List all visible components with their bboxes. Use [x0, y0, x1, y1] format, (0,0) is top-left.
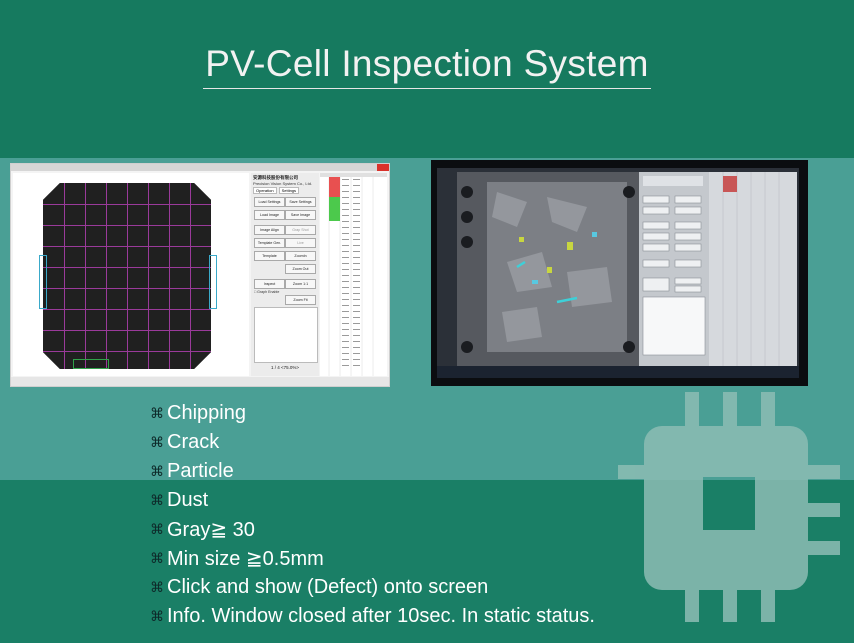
feature-list: ⌘Chipping ⌘Crack ⌘Particle ⌘Dust ⌘Gray≧ …: [150, 399, 595, 631]
window-titlebar: [11, 164, 389, 171]
hash-bullet-icon: ⌘: [150, 550, 164, 566]
close-icon[interactable]: [377, 164, 389, 171]
taskbar: [437, 366, 799, 378]
list-item: ⌘Chipping: [150, 402, 246, 424]
load-settings-button[interactable]: Load Settings: [254, 197, 285, 207]
control-panel: 安源科技股份有限公司 Precision Vision System Co., …: [251, 173, 319, 376]
hash-bullet-icon: ⌘: [150, 579, 164, 595]
list-item: ⌘Info. Window closed after 10sec. In sta…: [150, 605, 595, 627]
top-band: [0, 0, 854, 158]
list-item: ⌘Gray≧ 30: [150, 519, 255, 541]
hash-bullet-icon: ⌘: [150, 521, 164, 537]
status-bar: [11, 377, 389, 386]
hash-bullet-icon: ⌘: [150, 405, 164, 421]
graph-enable-checkbox[interactable]: □ Graph Enable: [254, 290, 280, 294]
hash-bullet-icon: ⌘: [150, 434, 164, 450]
save-image-button[interactable]: Save Image: [285, 210, 316, 220]
load-image-button[interactable]: Load Image: [254, 210, 285, 220]
zoom-out-button[interactable]: Zoom Out: [285, 264, 316, 274]
chip-icon: [618, 392, 840, 622]
save-settings-button[interactable]: Save Settings: [285, 197, 316, 207]
hash-bullet-icon: ⌘: [150, 608, 164, 624]
tab-operation[interactable]: Operation: [253, 187, 277, 194]
zoom-1-1-button[interactable]: Zoom 1:1: [285, 279, 316, 289]
grid-lines: [328, 177, 374, 376]
list-item: ⌘Dust: [150, 489, 209, 511]
zoom-in-button[interactable]: ZoomIn: [285, 251, 316, 261]
monitor-data-grid: [709, 172, 797, 366]
grap-shot-button[interactable]: Grap Shot: [285, 225, 316, 235]
list-item: ⌘Min size ≧0.5mm: [150, 548, 324, 570]
hash-bullet-icon: ⌘: [150, 492, 164, 508]
hash-bullet-icon: ⌘: [150, 463, 164, 479]
page-indicator: 1 / 4 <75.0%>: [270, 365, 300, 370]
list-item: ⌘Click and show (Defect) onto screen: [150, 576, 489, 598]
inspect-button[interactable]: Inspect: [254, 279, 285, 289]
company-logo: 安源科技股份有限公司 Precision Vision System Co., …: [253, 175, 313, 186]
monitor-control-panel: [639, 172, 709, 366]
template-button[interactable]: Template: [254, 251, 285, 261]
pv-cell-image: [43, 183, 211, 369]
list-item: ⌘Particle: [150, 460, 234, 482]
inspection-image: [457, 172, 639, 366]
live-button[interactable]: Live: [285, 238, 316, 248]
monitor-photo: [431, 160, 808, 386]
software-screenshot: 安源科技股份有限公司 Precision Vision System Co., …: [10, 163, 390, 387]
template-gen-button[interactable]: Template Gen.: [254, 238, 285, 248]
result-list[interactable]: [254, 307, 318, 363]
tab-settings[interactable]: Settings: [278, 187, 300, 194]
grid-header: [320, 173, 387, 177]
zoom-fit-button[interactable]: Zoom Fit: [285, 295, 316, 305]
image-view[interactable]: [13, 173, 249, 376]
image-align-button[interactable]: Image Align: [254, 225, 285, 235]
monitor-screen: [437, 168, 799, 378]
slide-title: PV-Cell Inspection System: [0, 42, 854, 89]
list-item: ⌘Crack: [150, 431, 220, 453]
result-data-grid[interactable]: [320, 173, 387, 376]
